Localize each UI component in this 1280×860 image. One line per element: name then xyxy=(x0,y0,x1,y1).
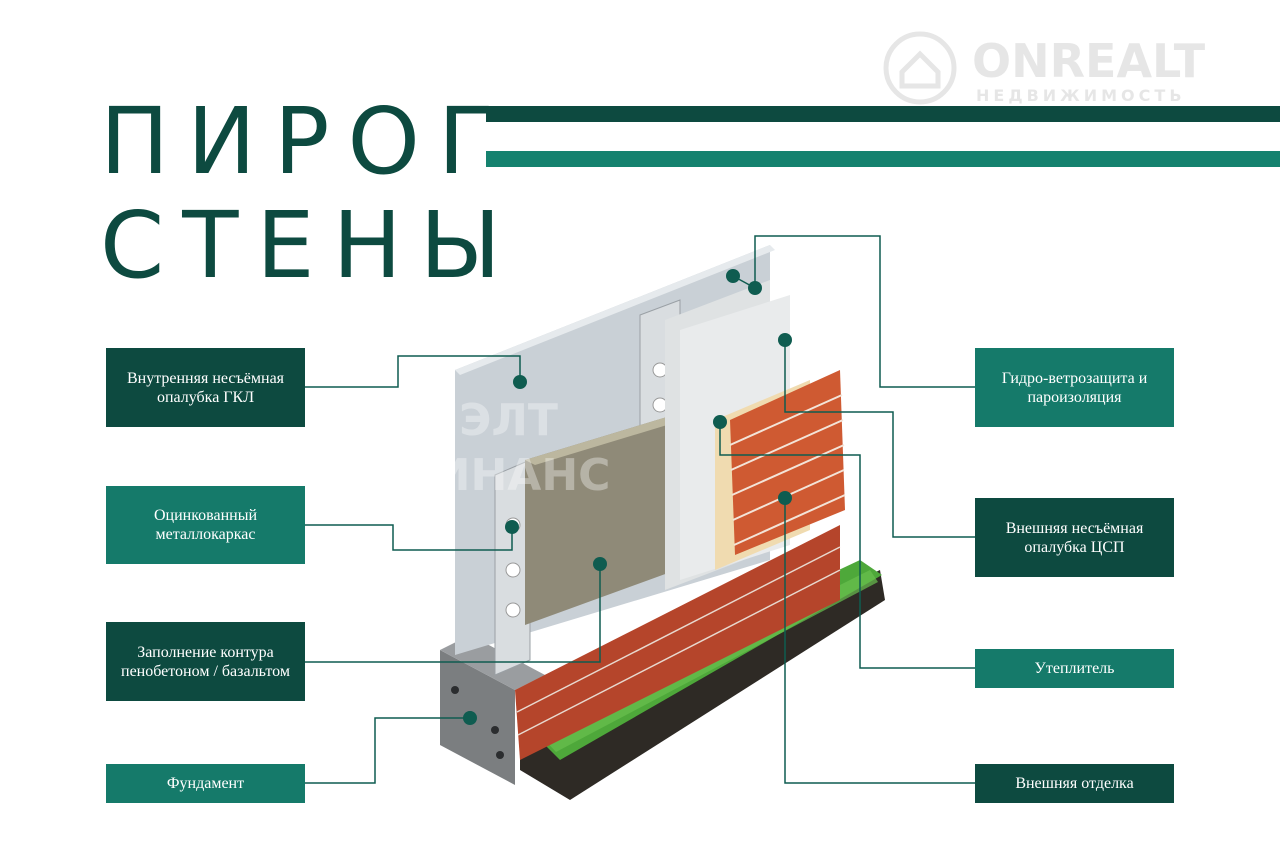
label-outer-csp: Внешняя несъёмная опалубка ЦСП xyxy=(975,498,1174,577)
house-icon xyxy=(883,31,957,105)
watermark-logo: ONREALT НЕДВИЖИМОСТЬ xyxy=(880,28,1260,108)
fill-material xyxy=(525,410,700,625)
brick-plinth xyxy=(515,525,841,760)
title-line-1: ПИРОГ xyxy=(100,88,512,195)
label-membrane: Гидро-ветрозащита и пароизоляция xyxy=(975,348,1174,427)
title-line-2: СТЕНЫ xyxy=(100,192,519,299)
label-insulation: Утеплитель xyxy=(975,649,1174,688)
header-bar-teal xyxy=(486,151,1280,167)
label-foundation: Фундамент xyxy=(106,764,305,803)
header-bar-dark xyxy=(486,106,1280,122)
watermark-center-2: ФИНАНС xyxy=(390,450,611,501)
label-fill: Заполнение контура пенобетоном / базальт… xyxy=(106,622,305,701)
label-finish: Внешняя отделка xyxy=(975,764,1174,803)
watermark-sub: НЕДВИЖИМОСТЬ xyxy=(976,86,1186,105)
watermark-center-1: РИЭЛТ xyxy=(390,395,558,446)
pointer-dots xyxy=(463,269,792,725)
brick-facing xyxy=(729,370,846,555)
label-inner-gkl: Внутренняя несъёмная опалубка ГКЛ xyxy=(106,348,305,427)
label-metal-frame: Оцинкованный металлокаркас xyxy=(106,486,305,564)
leader-lines xyxy=(305,235,975,784)
watermark-brand: ONREALT xyxy=(972,34,1206,88)
